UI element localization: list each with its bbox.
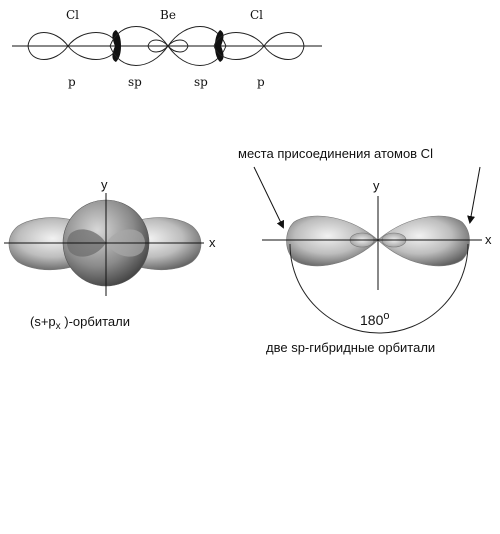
orbital-overlap-diagram: Cl Be Cl p sp sp p — [12, 8, 322, 89]
be-sp-right-small-lobe — [167, 39, 189, 53]
orbital-label-sp-left: sp — [128, 75, 142, 89]
orbital-label-p-right: p — [257, 75, 265, 89]
left-caption: (s+px )-орбитали — [30, 314, 130, 332]
left-attachment-arrow — [253, 166, 284, 229]
right-caption: две sp-гибридные орбитали — [266, 340, 435, 355]
left-caption-subscript: x — [56, 321, 61, 332]
cl-right-p-inner-lobe — [213, 32, 265, 60]
angle-value: 180 — [360, 312, 384, 328]
right-attachment-arrow — [467, 166, 481, 224]
left-caption-main: (s+p — [30, 314, 56, 329]
be-sp-right-large-lobe — [167, 26, 227, 66]
left-axis-y-label: y — [101, 177, 108, 192]
cl-right-p-outer-lobe — [263, 32, 305, 60]
right-axis-x-label: x — [485, 232, 492, 247]
be-sp-left-large-lobe — [109, 26, 169, 66]
orbital-label-p-left: p — [68, 75, 76, 89]
sp-left-lobe — [286, 215, 379, 267]
sp-right-lobe — [377, 215, 470, 267]
right-title: места присоединения атомов Cl — [238, 146, 433, 161]
angle-unit: о — [383, 310, 389, 322]
atom-label-cl-left: Cl — [66, 8, 79, 22]
sp-hybrid-orbital-model: места присоединения атомов Cl y x 180о д… — [238, 146, 492, 355]
atom-label-be: Be — [160, 8, 176, 22]
be-sp-left-small-lobe — [147, 39, 169, 53]
cl-left-p-outer-lobe — [27, 32, 69, 60]
left-caption-rest: )-орбитали — [61, 314, 130, 329]
angle-label: 180о — [360, 310, 389, 328]
s-px-orbital-model: y x (s+px )-орбитали — [4, 177, 216, 332]
orbital-label-sp-right: sp — [194, 75, 208, 89]
right-axis-y-label: y — [373, 178, 380, 193]
angle-arc — [289, 243, 469, 334]
atom-label-cl-right: Cl — [250, 8, 263, 22]
left-axis-x-label: x — [209, 235, 216, 250]
right-overlap-region — [215, 30, 224, 62]
